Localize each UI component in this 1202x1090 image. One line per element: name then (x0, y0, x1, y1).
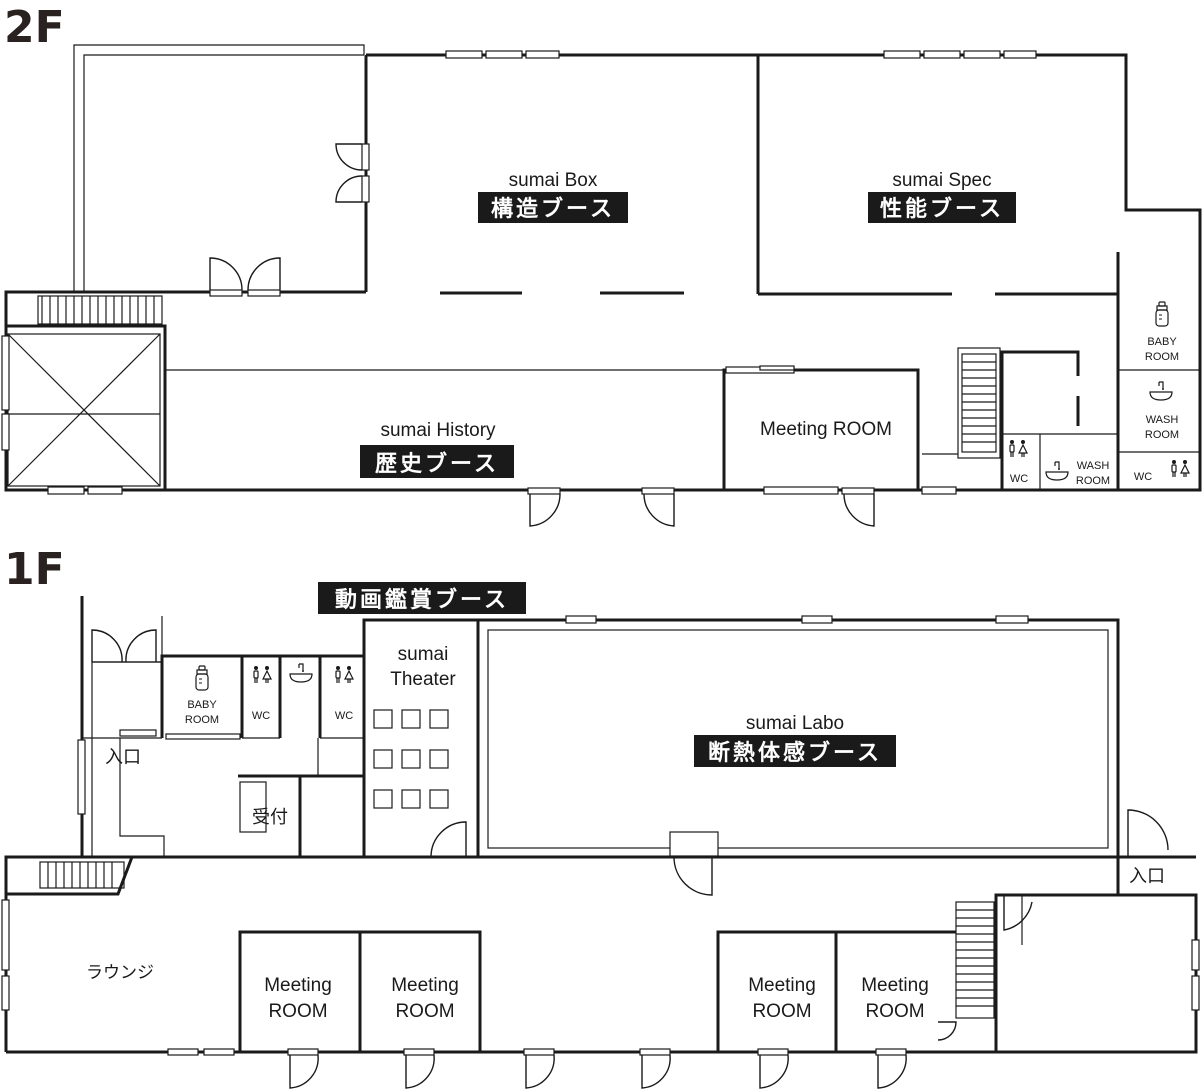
room-title-sumai-labo: sumai Labo (746, 713, 844, 734)
floor-label-1f: 1F (4, 544, 65, 595)
room-title-sumai-history: sumai History (380, 420, 496, 441)
wc-2f-b: WC (1134, 471, 1152, 483)
restroom-icon (335, 665, 354, 684)
entrance-west-label: 入口 (105, 747, 141, 767)
baby-room-2f-line1: BABY (1147, 336, 1177, 348)
stairs-1f (39, 861, 995, 1019)
stairs-2f (37, 295, 997, 453)
theater-title-line1: sumai (398, 644, 449, 665)
bottle-icon (195, 665, 209, 691)
room-label-video-booth: 動画鑑賞ブース (335, 587, 509, 613)
wc-1f-a: WC (252, 710, 270, 722)
entrance-east-label: 入口 (1129, 866, 1165, 886)
meeting-3-line2: ROOM (752, 1001, 811, 1022)
baby-room-1f-line2: ROOM (185, 714, 219, 726)
room-title-meeting-2f: Meeting ROOM (760, 419, 892, 440)
wc-1f-b: WC (335, 710, 353, 722)
floor-label-2f: 2F (4, 2, 65, 53)
meeting-4-line2: ROOM (865, 1001, 924, 1022)
label-bg-history (360, 445, 514, 478)
label-bg-box (478, 192, 628, 223)
restroom-icon (1009, 439, 1028, 458)
sink-icon (289, 663, 313, 683)
label-bg-video (318, 582, 526, 614)
room-label-seinou: 性能ブース (880, 196, 1004, 222)
wash-room-2f-b-line2: ROOM (1076, 475, 1110, 487)
walls-1f (4, 596, 1198, 1054)
sink-icon (1149, 381, 1173, 401)
door-swing-icon (209, 143, 875, 527)
sink-icon (1045, 461, 1069, 481)
door-swing-icon (91, 629, 1169, 1089)
walls-2f (4, 44, 1202, 492)
theater-title-line2: Theater (390, 669, 456, 690)
meeting-2-line1: Meeting (391, 975, 459, 996)
windows-1f (1, 615, 1200, 1056)
room-label-dannetsu: 断熱体感ブース (708, 740, 882, 766)
wash-room-2f-b-line1: WASH (1077, 460, 1110, 472)
windows-2f (1, 50, 1037, 495)
wash-room-2f-line2: ROOM (1145, 429, 1179, 441)
baby-room-2f-line2: ROOM (1145, 351, 1179, 363)
meeting-1-line1: Meeting (264, 975, 332, 996)
wc-2f-a: WC (1010, 473, 1028, 485)
label-bg-spec (868, 192, 1016, 223)
bottle-icon (1155, 301, 1169, 327)
meeting-1-line2: ROOM (268, 1001, 327, 1022)
reception-label: 受付 (252, 807, 288, 827)
restroom-icon (1171, 459, 1190, 478)
meeting-2-line2: ROOM (395, 1001, 454, 1022)
label-bg-labo (694, 735, 896, 767)
theater-seats (373, 709, 449, 809)
room-title-sumai-box: sumai Box (509, 170, 598, 191)
room-label-rekishi: 歴史ブース (375, 451, 499, 477)
restroom-icon (253, 665, 272, 684)
room-label-kouzou: 構造ブース (491, 196, 615, 222)
baby-room-1f-line1: BABY (187, 699, 217, 711)
meeting-4-line1: Meeting (861, 975, 929, 996)
meeting-3-line1: Meeting (748, 975, 816, 996)
wash-room-2f-line1: WASH (1146, 414, 1179, 426)
lounge-label: ラウンジ (86, 963, 154, 982)
room-title-sumai-spec: sumai Spec (892, 170, 991, 191)
void-opening (7, 333, 161, 487)
